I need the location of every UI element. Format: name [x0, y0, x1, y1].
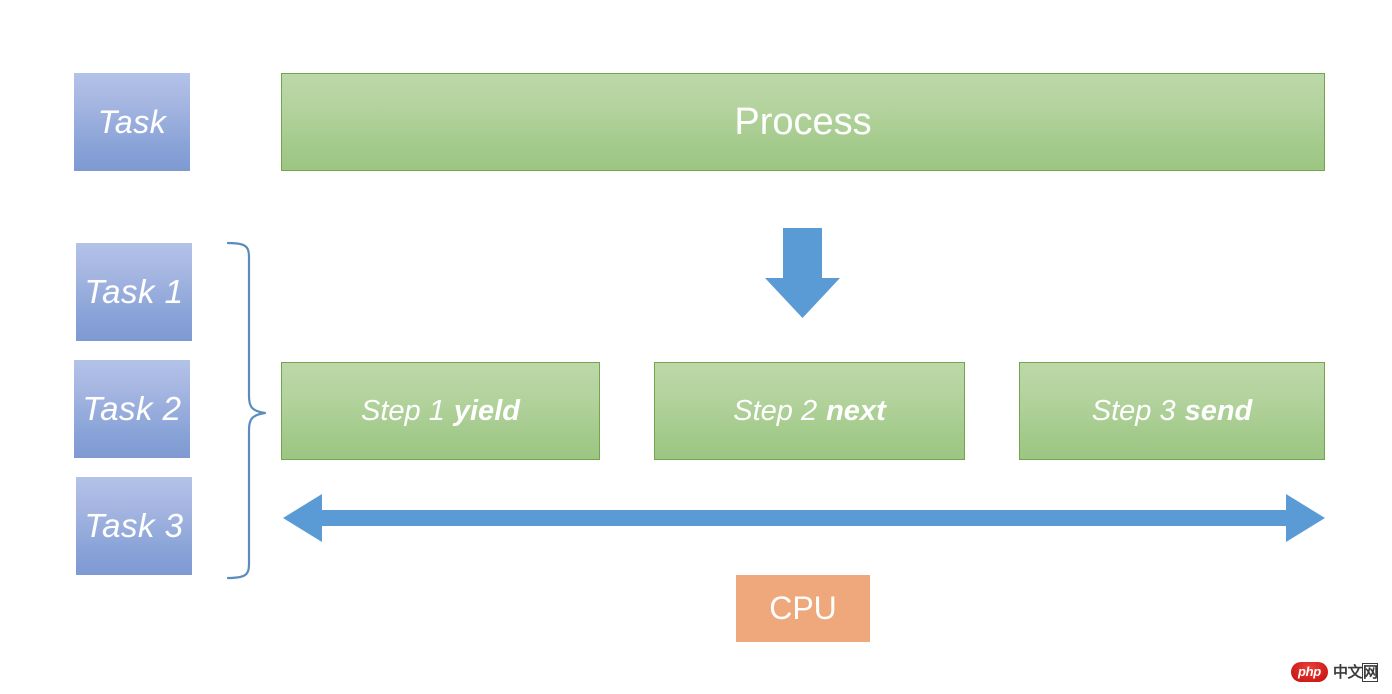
task-box-3: Task 3 — [76, 477, 192, 575]
step-box-2-prefix: Step 2 — [733, 394, 818, 427]
watermark-cn-boxed: 网 — [1361, 662, 1379, 682]
watermark: php 中文网 — [1291, 661, 1379, 683]
down-arrow-icon — [765, 228, 840, 318]
cpu-box: CPU — [736, 575, 870, 642]
task-box-3-label: Task 3 — [84, 507, 184, 544]
step-box-1-prefix: Step 1 — [361, 394, 445, 427]
task-box-2-label: Task 2 — [82, 390, 182, 427]
step-box-3-prefix: Step 3 — [1091, 394, 1176, 427]
process-label-text: Process — [734, 100, 872, 143]
process-box: Process — [281, 73, 1325, 171]
task-label-text: Task — [97, 103, 167, 140]
step-box-2-keyword: next — [826, 394, 886, 427]
cpu-label-text: CPU — [769, 590, 837, 626]
watermark-php-badge: php — [1291, 662, 1328, 682]
curly-brace-icon — [226, 241, 267, 580]
task-box-2: Task 2 — [74, 360, 190, 458]
double-headed-arrow-icon — [283, 494, 1325, 542]
watermark-cn-prefix: 中文 — [1332, 663, 1363, 681]
watermark-cn-text: 中文网 — [1332, 662, 1379, 682]
task-label-box: Task — [74, 73, 190, 171]
step-box-1-keyword: yield — [453, 394, 520, 427]
task-box-1-label: Task 1 — [84, 273, 184, 310]
step-box-3-keyword: send — [1184, 394, 1253, 427]
task-box-1: Task 1 — [76, 243, 192, 341]
